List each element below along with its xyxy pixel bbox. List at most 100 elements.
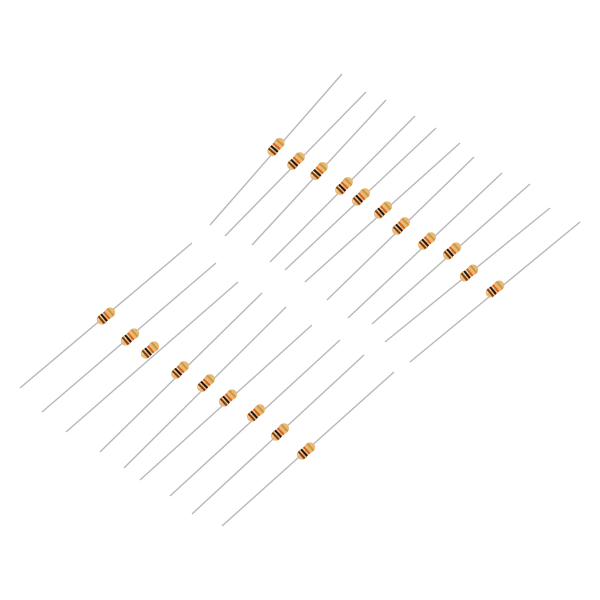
color-band — [486, 288, 495, 298]
resistor-body — [392, 217, 410, 235]
resistor — [347, 172, 503, 319]
color-band — [121, 336, 130, 346]
color-band — [200, 380, 209, 389]
resistor — [139, 324, 313, 481]
resistor-body — [459, 264, 479, 282]
color-band — [250, 410, 259, 419]
color-band — [256, 404, 265, 414]
resistor — [191, 354, 365, 515]
color-band — [130, 328, 139, 338]
color-band — [443, 250, 452, 260]
resistor — [384, 207, 551, 343]
resistor — [409, 221, 581, 363]
color-band — [280, 423, 289, 432]
color-band — [306, 442, 315, 452]
color-band — [222, 395, 230, 404]
resistor — [65, 281, 239, 433]
resistor-body — [171, 361, 189, 379]
resistor-body — [335, 177, 353, 195]
color-band — [267, 147, 277, 156]
color-band — [174, 367, 183, 376]
color-band — [463, 270, 471, 279]
resistor-body — [140, 341, 160, 359]
color-band — [228, 389, 237, 399]
color-band — [466, 268, 474, 277]
color-band — [247, 412, 256, 422]
color-band — [355, 194, 364, 203]
color-band — [448, 246, 457, 255]
resistor-body — [417, 232, 437, 250]
color-band — [176, 365, 185, 374]
color-band — [383, 201, 392, 211]
resistor-body — [270, 423, 290, 441]
resistor — [326, 156, 475, 301]
resistor-body — [310, 161, 328, 181]
color-band — [300, 448, 308, 457]
color-band — [421, 238, 430, 247]
color-band — [338, 183, 347, 192]
color-band — [297, 450, 306, 460]
color-band — [315, 166, 324, 175]
color-band — [302, 446, 311, 455]
color-band — [344, 177, 353, 186]
color-band — [374, 209, 383, 219]
color-band — [274, 429, 283, 438]
color-band — [206, 374, 215, 383]
color-band — [418, 241, 427, 250]
color-band — [352, 197, 361, 206]
color-band — [446, 248, 454, 257]
color-band — [395, 223, 404, 232]
resistor — [251, 99, 387, 246]
color-band — [296, 152, 305, 161]
color-band — [290, 158, 299, 167]
color-band — [427, 232, 436, 241]
color-band — [272, 142, 281, 151]
color-band — [310, 171, 319, 180]
color-band — [292, 156, 301, 165]
color-band — [287, 161, 296, 170]
color-band — [460, 272, 469, 281]
color-band — [141, 349, 150, 359]
color-band — [313, 168, 322, 177]
color-band — [150, 341, 159, 351]
resistor-body — [351, 188, 371, 206]
color-band — [319, 162, 328, 171]
color-band — [144, 347, 152, 356]
color-band — [361, 188, 370, 197]
color-band — [97, 315, 106, 325]
resistor — [41, 262, 217, 413]
color-band — [335, 186, 344, 195]
resistor — [224, 91, 367, 237]
color-band — [124, 334, 132, 343]
resistor-lead — [65, 281, 239, 433]
color-band — [276, 427, 285, 436]
resistor-body — [246, 404, 266, 422]
color-band — [379, 205, 388, 214]
color-band — [452, 242, 461, 252]
color-band — [340, 181, 349, 190]
color-band — [224, 393, 233, 402]
color-band — [492, 284, 500, 293]
resistor — [304, 142, 461, 283]
color-band — [146, 345, 155, 354]
resistor-body — [197, 374, 215, 392]
color-band — [202, 378, 211, 387]
resistor-body — [287, 152, 305, 170]
resistor — [221, 371, 395, 527]
resistor-body — [296, 442, 316, 460]
resistor-body — [218, 389, 238, 407]
color-band — [495, 280, 504, 290]
resistor — [19, 242, 193, 389]
color-band — [106, 307, 115, 317]
color-band — [275, 138, 285, 147]
color-band — [103, 311, 111, 320]
color-band — [401, 217, 410, 226]
resistor — [269, 115, 416, 263]
resistor — [169, 339, 341, 497]
color-band — [423, 236, 432, 245]
color-band — [171, 370, 180, 379]
color-band — [252, 408, 261, 417]
color-band — [397, 221, 406, 230]
resistor — [371, 183, 531, 325]
